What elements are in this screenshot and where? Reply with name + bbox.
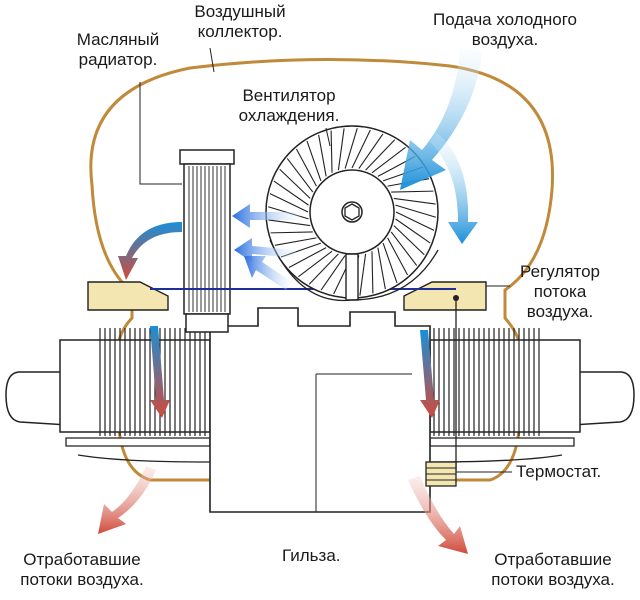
fan-arrow-upper <box>232 204 300 228</box>
lower-plate-right <box>429 437 575 447</box>
label-thermostat: Термостат. <box>516 462 602 481</box>
fan-arrow-lower <box>244 256 292 290</box>
lower-plate-left <box>65 437 211 447</box>
oil-radiator-base <box>185 313 229 333</box>
exhaust-arrow-left <box>98 466 156 534</box>
regulator-flap-right <box>403 281 487 311</box>
fan-pedestal <box>345 253 359 301</box>
thermostat-bellows <box>425 461 457 487</box>
leader-lines <box>139 47 512 473</box>
crankcase <box>209 307 431 513</box>
right-head <box>571 371 635 426</box>
left-head <box>5 371 69 426</box>
fan-shroud-lower <box>269 239 439 302</box>
oil-radiator-core <box>183 163 231 315</box>
oil-radiator-fins <box>188 166 226 312</box>
right-cylinder-fins <box>433 328 540 436</box>
oil-radiator-top <box>179 149 235 165</box>
cold-air-arrow-right <box>430 132 478 244</box>
cylinder-air-right <box>420 330 440 418</box>
left-loop-arrow <box>118 222 182 280</box>
right-cylinder <box>429 339 581 433</box>
label-sleeve: Гильза. <box>282 546 341 565</box>
regulator-flap-left <box>87 281 169 311</box>
exhaust-arrow-right <box>408 476 468 554</box>
cylinder-air-left <box>150 326 170 418</box>
cold-air-arrow-main <box>400 48 482 190</box>
